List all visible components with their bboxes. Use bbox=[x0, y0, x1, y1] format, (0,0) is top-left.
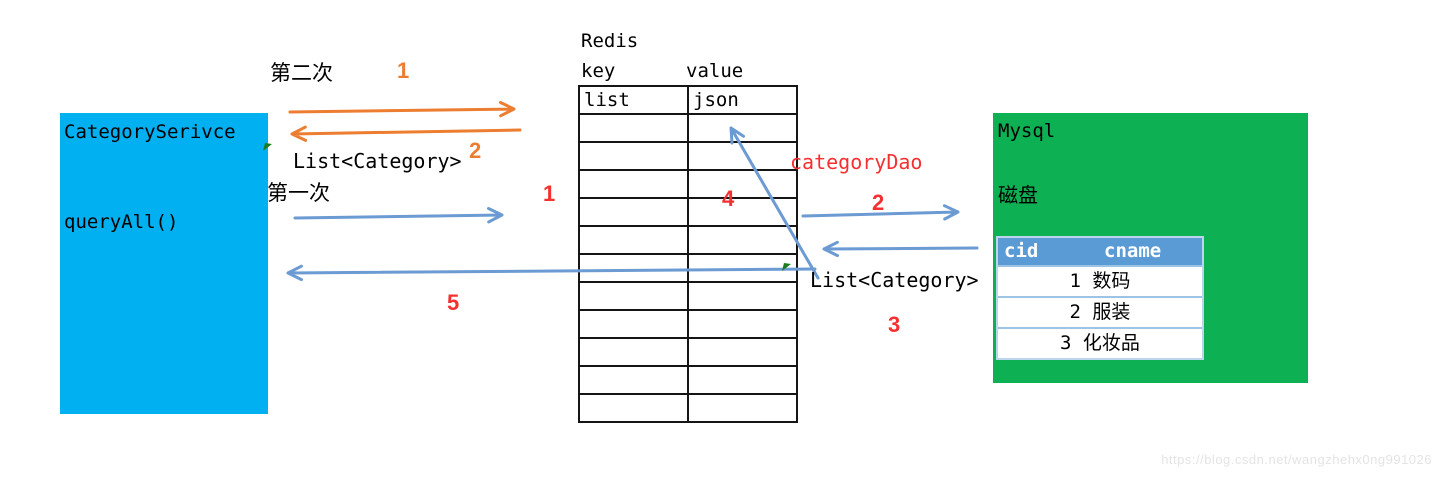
mysql-disk-label: 磁盘 bbox=[998, 183, 1038, 207]
step-2-red: 2 bbox=[872, 190, 885, 215]
category-dao-label: categoryDao bbox=[790, 150, 923, 174]
redis-row-empty bbox=[578, 141, 798, 171]
service-title: CategorySerivce bbox=[64, 121, 236, 143]
redis-value-header: value bbox=[686, 60, 744, 82]
redis-row-empty bbox=[578, 225, 798, 255]
redis-cell bbox=[687, 141, 798, 171]
redis-cell bbox=[578, 169, 689, 199]
redis-cell bbox=[687, 197, 798, 227]
list-category-left: List<Category> bbox=[293, 149, 462, 173]
redis-row-empty bbox=[578, 393, 798, 423]
redis-cell bbox=[687, 281, 798, 311]
second-time-label: 第二次 bbox=[270, 61, 333, 85]
redis-row-empty bbox=[578, 337, 798, 367]
step-3-red: 3 bbox=[888, 312, 901, 337]
arrow-first-request bbox=[293, 207, 504, 224]
redis-cell bbox=[687, 365, 798, 395]
redis-row-empty bbox=[578, 253, 798, 283]
watermark: https://blog.csdn.net/wangzhehx0ng991026 bbox=[1161, 452, 1432, 467]
redis-cell bbox=[578, 337, 689, 367]
list-category-right: List<Category> bbox=[810, 268, 979, 292]
service-box: CategorySerivce queryAll() bbox=[60, 113, 268, 414]
step-4-red: 4 bbox=[722, 186, 735, 211]
redis-cell bbox=[578, 197, 689, 227]
mysql-header-cname: cname bbox=[1104, 240, 1162, 262]
redis-row-empty bbox=[578, 281, 798, 311]
redis-cell bbox=[578, 281, 689, 311]
redis-cell bbox=[687, 393, 798, 423]
redis-cell bbox=[687, 113, 798, 143]
redis-title: Redis bbox=[581, 30, 639, 52]
mysql-row: 3 化妆品 bbox=[998, 327, 1202, 358]
redis-cell bbox=[578, 225, 689, 255]
redis-cell bbox=[578, 141, 689, 171]
redis-cell bbox=[578, 309, 689, 339]
redis-key-header: key bbox=[581, 60, 616, 82]
step-5-red: 5 bbox=[447, 290, 460, 315]
redis-cell bbox=[578, 393, 689, 423]
redis-cell bbox=[687, 337, 798, 367]
redis-cell bbox=[578, 253, 689, 283]
redis-cell bbox=[687, 253, 798, 283]
first-time-label: 第一次 bbox=[267, 181, 330, 205]
step-1-orange: 1 bbox=[397, 58, 410, 83]
redis-row-empty bbox=[578, 309, 798, 339]
redis-row-empty bbox=[578, 197, 798, 227]
redis-cell bbox=[687, 309, 798, 339]
redis-cell bbox=[578, 113, 689, 143]
redis-row-empty bbox=[578, 365, 798, 395]
mysql-header-cid: cid bbox=[1004, 240, 1039, 262]
mysql-title: Mysql bbox=[998, 120, 1056, 142]
arrow-second-response bbox=[290, 125, 522, 142]
redis-cell: list bbox=[578, 85, 689, 115]
arrow-second-request bbox=[288, 101, 516, 118]
mysql-row: 2 服装 bbox=[998, 296, 1202, 327]
redis-cell bbox=[687, 169, 798, 199]
mysql-table-header: cid cname bbox=[998, 238, 1202, 265]
redis-cell: json bbox=[687, 85, 798, 115]
redis-cell bbox=[578, 365, 689, 395]
arrow-dao-result bbox=[822, 240, 979, 258]
mysql-row: 1 数码 bbox=[998, 265, 1202, 296]
redis-row-empty bbox=[578, 169, 798, 199]
service-method: queryAll() bbox=[64, 211, 179, 233]
step-2-orange: 2 bbox=[469, 138, 482, 163]
redis-row-empty bbox=[578, 113, 798, 143]
redis-cell bbox=[687, 225, 798, 255]
step-1-red: 1 bbox=[543, 181, 556, 206]
